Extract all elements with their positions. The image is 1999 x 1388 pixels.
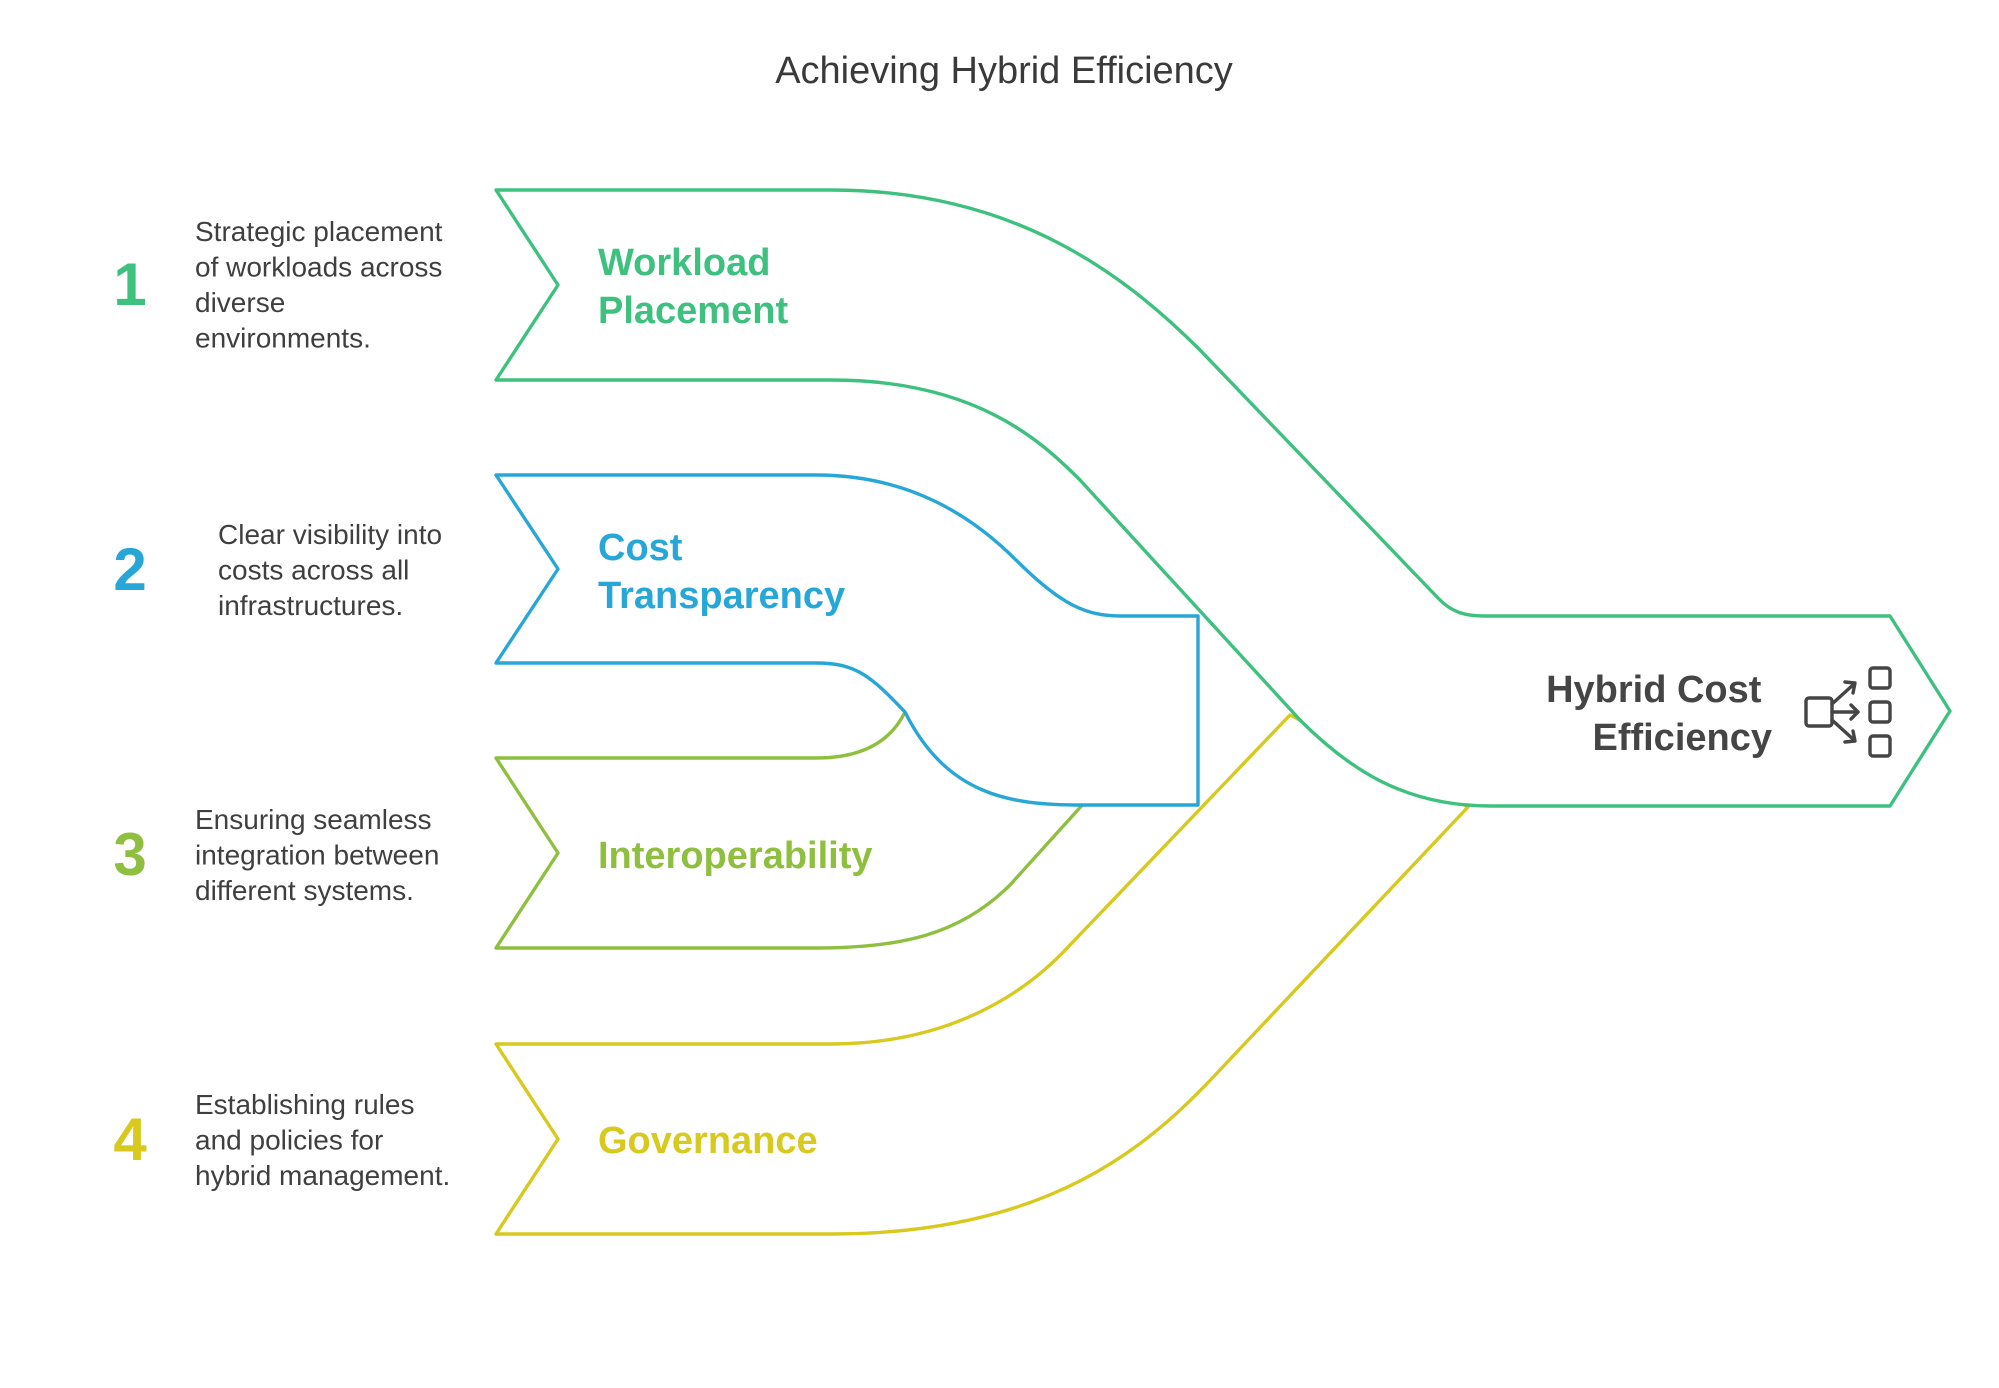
step-label-line: Transparency	[598, 575, 845, 617]
step-label-line: Cost	[598, 527, 683, 569]
step-description-line: Establishing rules	[195, 1089, 414, 1120]
hub-label: Hybrid Cost Efficiency	[1546, 669, 1772, 759]
step-description-line: costs across all	[218, 555, 409, 586]
step-label-line: Governance	[598, 1120, 818, 1162]
step-description-1: Strategic placement of workloads across di…	[195, 216, 443, 354]
step-description-3: Ensuring seamless integration between diff…	[195, 804, 439, 906]
step-description-line: of workloads across	[195, 252, 442, 283]
step-number-1: 1	[113, 251, 146, 318]
step-description-line: infrastructures.	[218, 590, 403, 621]
step-description-line: diverse	[195, 287, 285, 318]
step-number-4: 4	[113, 1106, 147, 1173]
band-interoperability	[494, 710, 1087, 950]
step-description-line: Strategic placement	[195, 216, 443, 247]
step-description-line: and policies for	[195, 1125, 383, 1156]
hub-label-line-2: Efficiency	[1592, 717, 1772, 759]
hub-label-line-1: Hybrid Cost	[1546, 669, 1762, 711]
step-description-line: Ensuring seamless	[195, 804, 432, 835]
step-description-line: hybrid management.	[195, 1160, 450, 1191]
step-label-line: Interoperability	[598, 835, 873, 877]
step-label-line: Workload	[598, 242, 770, 284]
step-label-3: Interoperability	[598, 835, 873, 877]
distribution-icon	[1804, 666, 1892, 758]
step-description-2: Clear visibility into costs across all inf…	[218, 519, 442, 621]
band-governance	[494, 713, 1470, 1236]
step-description-line: Clear visibility into	[218, 519, 442, 550]
step-number-3: 3	[113, 821, 146, 888]
step-description-4: Establishing rules and policies for hybrid…	[195, 1089, 450, 1191]
step-description-line: integration between	[195, 840, 439, 871]
band-workload-placement	[494, 188, 1952, 808]
step-label-4: Governance	[598, 1120, 818, 1162]
band-cost-transparency	[494, 473, 1200, 807]
step-label-line: Placement	[598, 290, 788, 332]
step-description-line: environments.	[195, 323, 371, 354]
step-description-line: different systems.	[195, 875, 414, 906]
step-number-2: 2	[113, 536, 146, 603]
diagram-title: Achieving Hybrid Efficiency	[775, 50, 1233, 92]
